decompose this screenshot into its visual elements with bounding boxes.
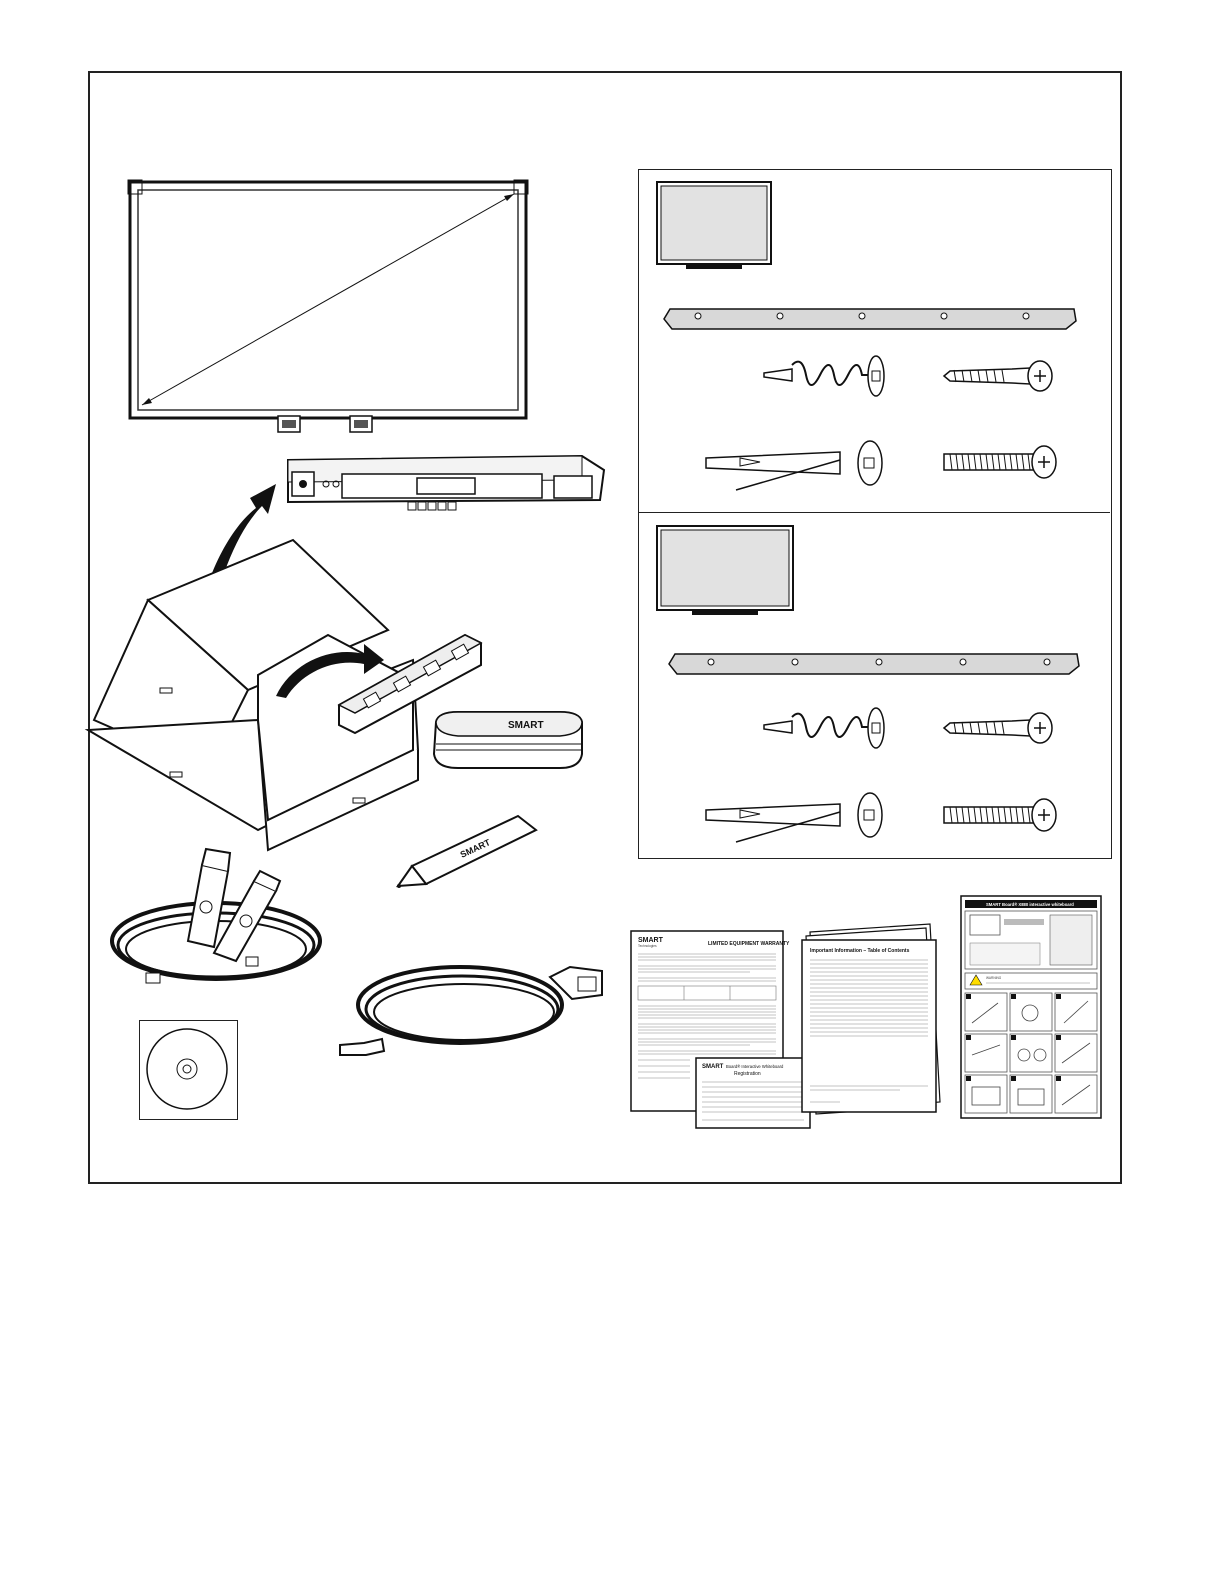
registration-logo: SMART [702,1064,724,1070]
toggle-anchor-icon [700,790,890,846]
eraser-logo: SMART [508,720,544,731]
machine-screw-icon [942,797,1060,833]
mounting-bracket-icon [667,648,1085,678]
wood-screw-icon [942,360,1057,394]
drywall-anchor-icon [762,355,887,399]
mounting-kits-panel [638,169,1112,859]
usb-cable-icon [106,845,331,995]
pen-icon: SMART [392,810,542,895]
whiteboard-diagonal-icon [128,180,528,435]
registration-subtitle: Registration [734,1071,761,1077]
drywall-anchor-icon [762,707,887,751]
wood-screw-icon [942,712,1057,746]
mounting-bracket-icon [662,303,1082,333]
booklet-title: Important Information – Table of Content… [810,948,910,954]
eraser-icon: SMART [428,710,588,772]
warranty-logo: SMART [638,937,664,944]
toggle-anchor-icon [700,438,890,494]
cd-icon [140,1021,236,1117]
board-small-icon [656,181,774,271]
cd-sleeve [139,1020,238,1120]
installation-poster: SMART Board® X880 interactive whiteboard… [960,895,1103,1120]
warranty-title: LIMITED EQUIPMENT WARRANTY [708,941,790,947]
pen-tray-icon [282,450,612,525]
poster-warning-label: WARNING [986,976,1002,980]
poster-title: SMART Board® X880 interactive whiteboard [986,902,1074,907]
machine-screw-icon [942,444,1060,480]
kit-divider [639,512,1110,513]
board-small-icon [656,525,796,617]
booklet-document: Important Information – Table of Content… [800,922,950,1117]
registration-title: Board® Interactive Whiteboard [726,1064,784,1069]
warranty-document: SMART Technologies LIMITED EQUIPMENT WAR… [630,930,815,1130]
warranty-logo-sub: Technologies [638,944,657,948]
extension-cable-icon [330,955,610,1070]
